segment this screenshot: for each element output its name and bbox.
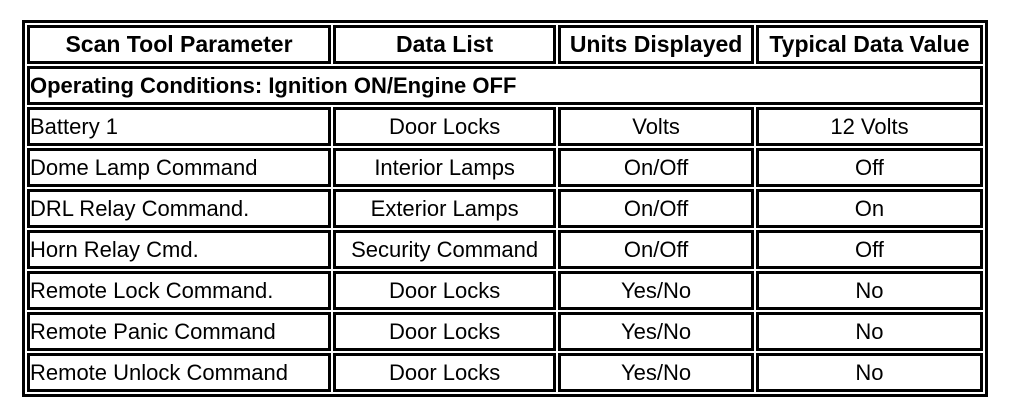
header-row: Scan Tool Parameter Data List Units Disp… <box>27 25 983 64</box>
cell-data-list: Interior Lamps <box>333 148 557 187</box>
column-header-data-list: Data List <box>333 25 557 64</box>
cell-scan-tool-parameter: Horn Relay Cmd. <box>27 230 331 269</box>
cell-scan-tool-parameter: Battery 1 <box>27 107 331 146</box>
cell-units-displayed: On/Off <box>558 189 754 228</box>
cell-data-list: Door Locks <box>333 312 557 351</box>
scan-tool-data-table: Scan Tool Parameter Data List Units Disp… <box>22 20 988 397</box>
cell-data-list: Door Locks <box>333 353 557 392</box>
column-header-scan-tool-parameter: Scan Tool Parameter <box>27 25 331 64</box>
cell-typical-data-value: Off <box>755 230 983 269</box>
scan-tool-parameter-table: Scan Tool Parameter Data List Units Disp… <box>22 20 988 397</box>
cell-scan-tool-parameter: Remote Unlock Command <box>27 353 331 392</box>
cell-units-displayed: Volts <box>558 107 754 146</box>
column-header-units-displayed: Units Displayed <box>558 25 754 64</box>
cell-units-displayed: Yes/No <box>558 312 754 351</box>
operating-conditions-row: Operating Conditions: Ignition ON/Engine… <box>27 66 983 105</box>
cell-typical-data-value: No <box>755 353 983 392</box>
cell-units-displayed: On/Off <box>558 148 754 187</box>
operating-conditions-text: Operating Conditions: Ignition ON/Engine… <box>27 66 983 105</box>
cell-data-list: Door Locks <box>333 107 557 146</box>
cell-typical-data-value: On <box>755 189 983 228</box>
cell-scan-tool-parameter: DRL Relay Command. <box>27 189 331 228</box>
cell-data-list: Security Command <box>333 230 557 269</box>
cell-scan-tool-parameter: Dome Lamp Command <box>27 148 331 187</box>
cell-typical-data-value: 12 Volts <box>755 107 983 146</box>
cell-units-displayed: Yes/No <box>558 353 754 392</box>
cell-scan-tool-parameter: Remote Panic Command <box>27 312 331 351</box>
cell-typical-data-value: No <box>755 271 983 310</box>
cell-typical-data-value: No <box>755 312 983 351</box>
column-header-typical-data-value: Typical Data Value <box>755 25 983 64</box>
cell-scan-tool-parameter: Remote Lock Command. <box>27 271 331 310</box>
cell-typical-data-value: Off <box>755 148 983 187</box>
cell-units-displayed: On/Off <box>558 230 754 269</box>
cell-data-list: Exterior Lamps <box>333 189 557 228</box>
cell-units-displayed: Yes/No <box>558 271 754 310</box>
cell-data-list: Door Locks <box>333 271 557 310</box>
